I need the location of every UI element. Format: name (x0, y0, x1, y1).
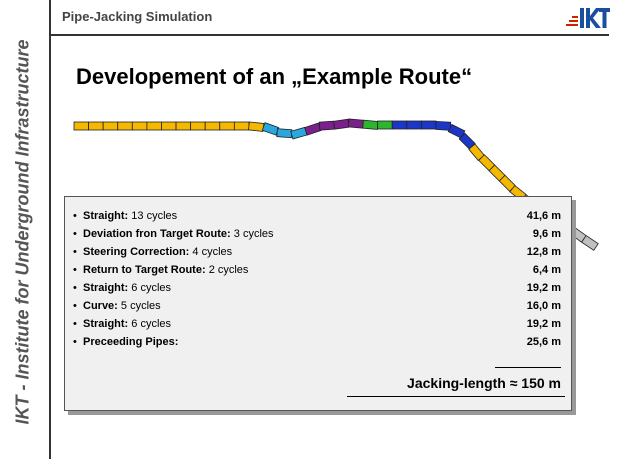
route-row: • Deviation fron Target Route: 3 cycles 9,… (73, 225, 561, 243)
row-value: 12,8 m (526, 246, 561, 258)
row-label: Deviation fron Target Route: 3 cycles (83, 225, 274, 243)
bullet: • (73, 228, 77, 240)
row-label-text: Return to Target Route: (83, 264, 206, 276)
pipe-segment (276, 128, 293, 139)
jacking-length-total: Jacking-length ≈ 150 m (407, 375, 561, 391)
row-label: Straight: 6 cycles (83, 279, 171, 297)
row-cycles: 2 cycles (208, 264, 249, 276)
row-cycles: 5 cycles (120, 300, 161, 312)
bullet: • (73, 246, 77, 258)
bullet: • (73, 264, 77, 276)
bullet: • (73, 210, 77, 222)
vertical-divider (49, 0, 51, 459)
pipe-segment (117, 121, 133, 131)
row-label-text: Straight: (83, 210, 129, 222)
pipe-segment (219, 121, 235, 131)
pipe-segment (73, 121, 89, 131)
row-label: Return to Target Route: 2 cycles (83, 261, 248, 279)
row-label-text: Straight: (83, 282, 129, 294)
route-row: • Curve: 5 cycles 16,0 m (73, 297, 561, 315)
pipe-segment (175, 121, 192, 131)
pipe-segment (406, 120, 422, 130)
pipe-segment (435, 120, 452, 131)
pipe-segment (233, 121, 250, 131)
bullet: • (73, 300, 77, 312)
total-underline (347, 396, 565, 397)
row-value: 19,2 m (526, 282, 561, 294)
row-label: Straight: 13 cycles (83, 207, 177, 225)
row-value: 16,0 m (526, 300, 561, 312)
row-label-text: Curve: (83, 300, 118, 312)
sum-line (495, 367, 561, 368)
route-row: • Return to Target Route: 2 cycles 6,4 m (73, 261, 561, 279)
row-value: 6,4 m (532, 264, 561, 276)
pipe-segment (391, 120, 408, 130)
header-divider (49, 34, 609, 36)
row-value: 41,6 m (526, 210, 561, 222)
row-value: 25,6 m (526, 336, 561, 348)
pipe-segment (146, 121, 162, 131)
row-cycles: 3 cycles (233, 228, 274, 240)
route-row: • Preceeding Pipes: 25,6 m (73, 333, 561, 351)
info-box: Jacking-length ≈ 150 m • Straight: 13 cyc… (64, 196, 572, 411)
pipe-segment (347, 118, 364, 129)
row-cycles: 6 cycles (131, 318, 172, 330)
pipe-segment (362, 119, 379, 130)
row-label: Steering Correction: 4 cycles (83, 243, 232, 261)
pipe-segment (204, 121, 221, 131)
header-title: Pipe-Jacking Simulation (62, 9, 213, 24)
pipe-segment (318, 120, 335, 131)
row-value: 19,2 m (526, 318, 561, 330)
row-label: Curve: 5 cycles (83, 297, 161, 315)
pipe-segment (131, 121, 148, 131)
slide-title: Developement of an „Example Route“ (76, 64, 473, 89)
row-label: Straight: 6 cycles (83, 315, 171, 333)
pipe-segment (581, 235, 599, 251)
pipe-segment (248, 121, 265, 132)
pipe-segment (377, 120, 393, 130)
row-label-text: Deviation fron Target Route: (83, 228, 231, 240)
row-label: Preceeding Pipes: (83, 333, 178, 351)
pipe-segment (261, 122, 280, 136)
pipe-segment (420, 120, 437, 130)
pipe-segment (102, 121, 119, 131)
pipe-segment (290, 126, 308, 140)
route-row: • Straight: 6 cycles 19,2 m (73, 315, 561, 333)
pipe-segment (161, 121, 177, 131)
row-cycles: 13 cycles (131, 210, 178, 222)
pipe-segment (304, 122, 322, 136)
row-label-text: Steering Correction: (83, 246, 190, 258)
row-label-text: Preceeding Pipes: (83, 336, 179, 348)
pipe-segment (190, 121, 206, 131)
bullet: • (73, 318, 77, 330)
ikt-logo (566, 8, 610, 28)
row-value: 9,6 m (532, 228, 561, 240)
pipe-segment (88, 121, 104, 131)
route-row: • Straight: 6 cycles 19,2 m (73, 279, 561, 297)
bullet: • (73, 282, 77, 294)
row-cycles: 4 cycles (192, 246, 233, 258)
row-cycles: 6 cycles (131, 282, 172, 294)
route-row: • Steering Correction: 4 cycles 12,8 m (73, 243, 561, 261)
route-row: • Straight: 13 cycles 41,6 m (73, 207, 561, 225)
pipe-segment (333, 118, 350, 130)
bullet: • (73, 336, 77, 348)
row-label-text: Straight: (83, 318, 129, 330)
